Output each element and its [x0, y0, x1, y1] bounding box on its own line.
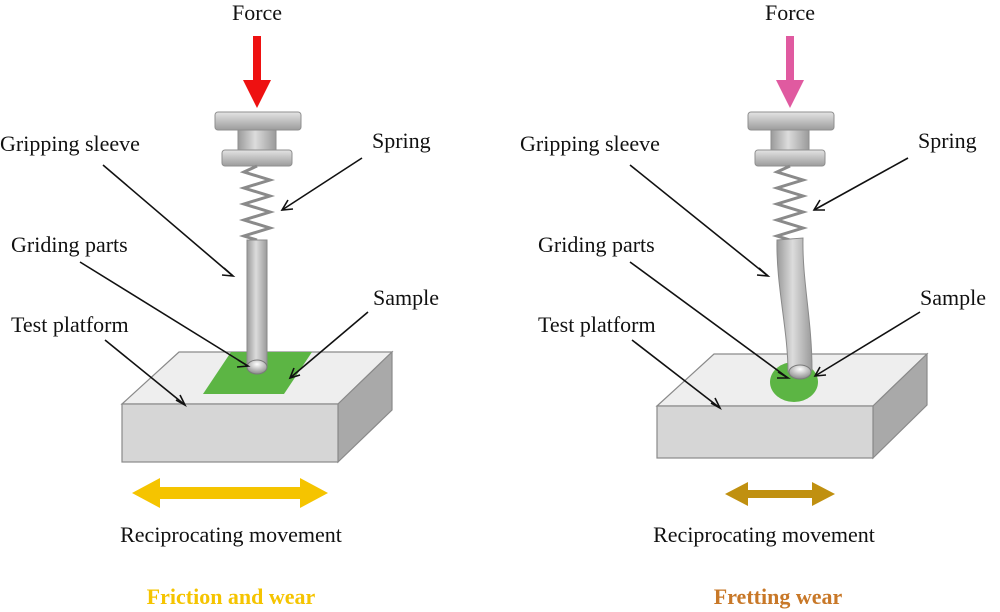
right-leader-sample-head — [813, 366, 827, 377]
left-leader-platform — [104, 339, 186, 406]
right-leader-griding-head — [777, 371, 791, 379]
left-sleeve-cap-top — [214, 111, 302, 131]
left-gripping-sleeve-label: Gripping sleeve — [0, 131, 140, 156]
right-leader-lines — [629, 157, 921, 410]
left-sample-label: Sample — [373, 285, 439, 310]
left-leader-griding — [79, 261, 249, 367]
right-title: Fretting wear — [714, 584, 843, 609]
left-leader-sample — [289, 311, 369, 379]
left-force-arrow — [243, 36, 271, 108]
right-test-platform — [655, 352, 929, 460]
right-force-arrow-head — [776, 80, 804, 108]
right-force-arrow-shaft — [786, 36, 794, 84]
right-gripping-sleeve — [747, 111, 835, 167]
right-leader-platform-head — [710, 397, 722, 410]
right-leader-sleeve-head — [756, 267, 771, 278]
left-test-platform-label: Test platform — [11, 312, 129, 337]
right-sleeve-cap-bottom — [754, 149, 826, 167]
right-leader-sleeve — [629, 164, 769, 277]
right-sleeve-cap-top — [747, 111, 835, 131]
left-leader-lines — [79, 157, 369, 407]
right-test-platform-label: Test platform — [538, 312, 656, 337]
left-leader-spring — [281, 157, 363, 211]
right-panel: Force Gripping sleeve Spring Griding par… — [520, 0, 986, 609]
right-sleeve-neck — [770, 129, 810, 151]
left-leader-sleeve — [102, 164, 234, 277]
right-leader-sample — [814, 311, 921, 377]
left-force-arrow-head — [243, 80, 271, 108]
right-spring-label: Spring — [918, 128, 977, 153]
left-force-label: Force — [232, 0, 282, 25]
left-leader-sleeve-head — [221, 267, 236, 278]
right-movement-label: Reciprocating movement — [653, 522, 875, 547]
left-gripping-sleeve — [214, 111, 302, 167]
left-force-arrow-shaft — [253, 36, 261, 84]
left-griding-parts-label: Griding parts — [11, 232, 128, 257]
right-leader-spring — [813, 157, 909, 211]
left-movement-arrow — [132, 478, 328, 508]
left-sleeve-neck — [237, 129, 277, 151]
left-movement-label: Reciprocating movement — [120, 522, 342, 547]
left-leader-platform-head — [175, 394, 187, 407]
right-leader-platform — [631, 339, 721, 409]
left-platform-front — [121, 403, 339, 463]
right-spring — [771, 164, 809, 242]
left-spring — [238, 164, 276, 242]
right-leader-griding — [629, 261, 789, 379]
right-grinding-tip — [788, 364, 812, 380]
left-panel: Force Gripping sleeve Spring Griding par… — [0, 0, 439, 609]
right-sample-label: Sample — [920, 285, 986, 310]
right-force-arrow — [776, 36, 804, 108]
right-rod-bent — [776, 237, 813, 373]
left-title: Friction and wear — [147, 584, 316, 609]
right-leader-spring-head — [812, 199, 825, 211]
left-grinding-tip — [246, 359, 268, 375]
left-leader-griding-head — [236, 359, 251, 368]
left-rod — [246, 239, 268, 367]
right-force-label: Force — [765, 0, 815, 25]
left-sleeve-cap-bottom — [221, 149, 293, 167]
right-gripping-sleeve-label: Gripping sleeve — [520, 131, 660, 156]
left-leader-sample-head — [288, 367, 301, 380]
left-leader-spring-head — [280, 199, 294, 211]
right-movement-arrow — [725, 482, 835, 506]
right-platform-front — [656, 405, 874, 459]
left-spring-label: Spring — [372, 128, 431, 153]
right-griding-parts-label: Griding parts — [538, 232, 655, 257]
